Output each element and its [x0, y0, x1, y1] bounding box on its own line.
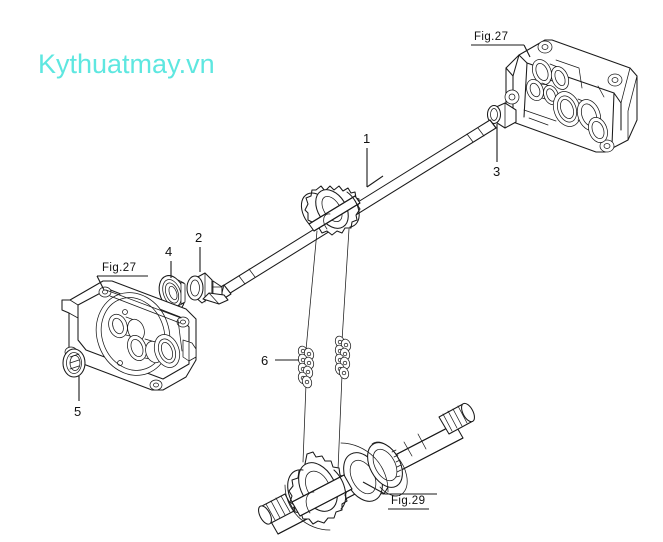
callout-6: 6 — [261, 353, 268, 368]
fig29-leader — [362, 481, 437, 495]
fig29-label[interactable]: Fig.29 — [388, 495, 429, 510]
axle-shaft-fig29 — [258, 402, 475, 535]
chain-path-lines — [302, 228, 350, 471]
fig27-upper-text: Fig.27 — [474, 31, 508, 43]
callout-5: 5 — [74, 404, 81, 419]
bushing-collar-part3 — [486, 102, 517, 129]
lower-sprocket — [287, 451, 353, 525]
oil-seal-part5 — [62, 348, 86, 378]
fig27-upper-label[interactable]: Fig.27 — [471, 31, 512, 46]
gearbox-cover-lower-left — [61, 280, 197, 391]
site-watermark: Kythuatmay.vn — [38, 49, 215, 79]
gearbox-housing-upper-right — [504, 39, 638, 153]
collar-bracket-part2 — [186, 272, 229, 305]
upper-sprocket — [300, 185, 361, 236]
callout-1: 1 — [363, 131, 370, 146]
fig27-lower-label[interactable]: Fig.27 — [99, 262, 140, 277]
drive-chain-part6 — [297, 335, 352, 389]
axle-splined-hub — [343, 441, 408, 502]
callout-2: 2 — [195, 230, 202, 245]
callout-3: 3 — [493, 164, 500, 179]
part1-leader — [366, 148, 384, 188]
fig27-lower-text: Fig.27 — [102, 262, 136, 274]
fig29-text: Fig.29 — [391, 495, 425, 507]
callout-4: 4 — [165, 244, 172, 259]
